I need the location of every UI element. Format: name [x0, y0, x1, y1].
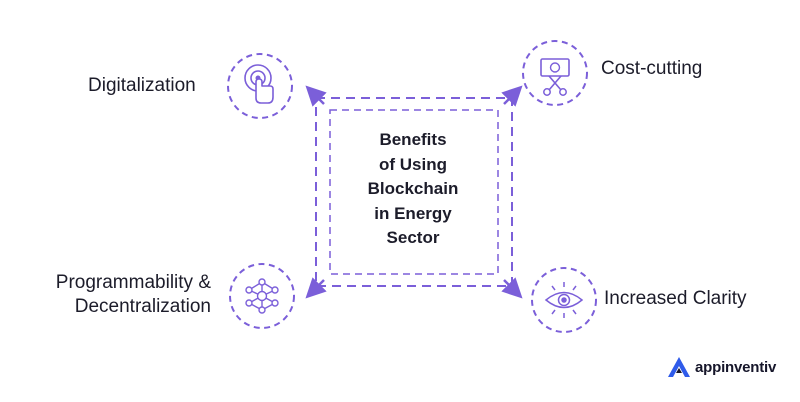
- center-title-line-4: in Energy: [374, 203, 452, 223]
- money-scissors-icon: [522, 40, 588, 106]
- center-title: Benefits of Using Blockchain in Energy S…: [338, 128, 488, 251]
- benefit-label-programmability-line-2: Decentralization: [74, 296, 211, 317]
- benefit-label-digitalization: Digitalization: [88, 75, 196, 96]
- arrow-top-right: [501, 85, 523, 107]
- outer-dashed-frame: [315, 97, 513, 287]
- center-title-line-2: of Using: [379, 154, 447, 174]
- arrow-top-left: [305, 85, 327, 107]
- touch-icon: [227, 53, 293, 119]
- corner-arrows: [305, 85, 523, 299]
- benefit-label-programmability-line-1: Programmability &: [55, 272, 211, 293]
- brand-name: appinventiv: [695, 358, 777, 376]
- eye-icon: [531, 267, 597, 333]
- appinventiv-logo-icon: [668, 357, 690, 377]
- arrow-bottom-right: [501, 277, 523, 299]
- network-nodes-icon: [229, 263, 295, 329]
- inner-dashed-frame: [329, 109, 499, 275]
- benefit-label-programmability: Programmability & Decentralization: [56, 271, 211, 319]
- center-title-line-1: Benefits: [379, 130, 447, 149]
- center-title-line-5: Sector: [386, 228, 440, 247]
- brand-logo: appinventiv: [667, 356, 776, 378]
- benefit-label-cost-cutting: Cost-cutting: [601, 58, 703, 79]
- arrow-bottom-left: [305, 277, 327, 299]
- center-title-line-3: Blockchain: [367, 179, 459, 198]
- benefit-label-increased-clarity: Increased Clarity: [604, 288, 747, 309]
